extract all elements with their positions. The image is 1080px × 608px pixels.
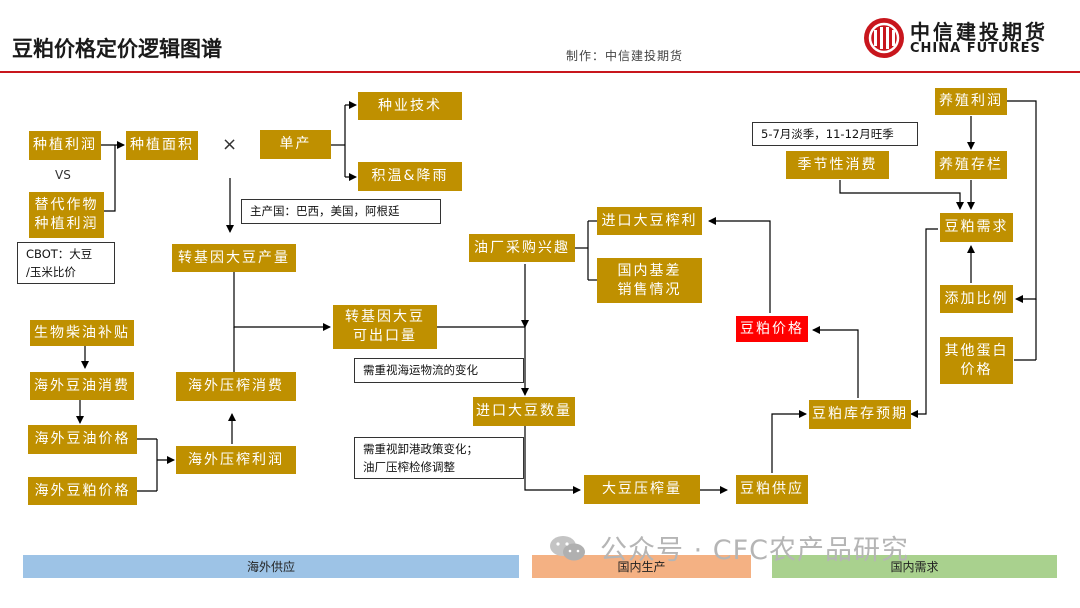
node-mill-interest: 油厂采购兴趣 bbox=[469, 234, 575, 262]
band-domestic-production: 国内生产 bbox=[532, 555, 751, 578]
node-basis-sales: 国内基差 销售情况 bbox=[597, 258, 702, 303]
note-shipping: 需重视海运物流的变化 bbox=[354, 358, 524, 383]
node-add-ratio: 添加比例 bbox=[940, 285, 1013, 313]
edge-alt-to-area bbox=[104, 145, 116, 212]
node-meal-supply: 豆粕供应 bbox=[736, 475, 808, 504]
vs-label: VS bbox=[55, 168, 71, 182]
edge-output-to-export bbox=[233, 272, 331, 331]
node-overseas-crush-profit: 海外压榨利润 bbox=[176, 446, 296, 474]
edge-demand-to-stock bbox=[910, 228, 938, 418]
header-divider bbox=[0, 71, 1080, 73]
node-temp-rain: 积温&降雨 bbox=[358, 162, 462, 191]
watermark-text: 公众号 · CFC农产品研究 bbox=[600, 535, 909, 566]
node-livestock-stock: 养殖存栏 bbox=[935, 151, 1007, 179]
edge-supply-to-stock bbox=[771, 410, 807, 473]
node-seed-tech: 种业技术 bbox=[358, 92, 462, 120]
band-domestic-demand: 国内需求 bbox=[772, 555, 1057, 578]
note-port-policy: 需重视卸港政策变化； 油厂压榨检修调整 bbox=[354, 437, 524, 479]
node-crush-volume: 大豆压榨量 bbox=[584, 475, 700, 504]
node-planting-profit: 种植利润 bbox=[29, 131, 101, 160]
band-overseas-supply: 海外供应 bbox=[23, 555, 519, 578]
wechat-icon bbox=[550, 535, 585, 560]
edge-stock-to-price bbox=[812, 326, 859, 398]
multiply-sign: × bbox=[222, 134, 238, 155]
node-import-margin: 进口大豆榨利 bbox=[597, 207, 702, 235]
brand-name-cn: 中信建投期货 bbox=[910, 20, 1048, 44]
edge-price-to-margin bbox=[708, 217, 771, 313]
node-overseas-oil-price: 海外豆油价格 bbox=[28, 425, 137, 454]
node-biodiesel: 生物柴油补贴 bbox=[30, 320, 134, 346]
maker-credit: 制作：中信建投期货 bbox=[566, 49, 684, 63]
node-import-volume: 进口大豆数量 bbox=[473, 397, 575, 426]
node-planting-area: 种植面积 bbox=[126, 131, 198, 160]
note-main-producers: 主产国：巴西，美国，阿根廷 bbox=[241, 199, 441, 224]
node-overseas-oil-cons: 海外豆油消费 bbox=[30, 372, 134, 400]
note-cbot-ratio: CBOT：大豆 /玉米比价 bbox=[17, 242, 115, 284]
node-gmo-output: 转基因大豆产量 bbox=[172, 244, 296, 272]
edge-season-to-demand bbox=[839, 180, 964, 210]
watermark: 公众号 · CFC农产品研究 bbox=[548, 528, 909, 567]
note-seasonality: 5-7月淡季，11-12月旺季 bbox=[752, 122, 918, 146]
edge-profit-to-ratio bbox=[1007, 100, 1037, 303]
node-meal-price: 豆粕价格 bbox=[736, 316, 808, 342]
edge-import-to-crush bbox=[524, 426, 581, 494]
node-other-protein-price: 其他蛋白 价格 bbox=[940, 337, 1013, 384]
node-breeding-profit: 养殖利润 bbox=[935, 88, 1007, 115]
node-alt-crop-profit: 替代作物 种植利润 bbox=[29, 192, 104, 238]
node-overseas-meal-price: 海外豆粕价格 bbox=[28, 477, 137, 505]
page-title: 豆粕价格定价逻辑图谱 bbox=[12, 37, 222, 61]
node-gmo-export: 转基因大豆 可出口量 bbox=[333, 305, 437, 349]
china-futures-logo-icon bbox=[864, 18, 904, 58]
node-seasonal-consumption: 季节性消费 bbox=[786, 151, 889, 179]
node-meal-demand: 豆粕需求 bbox=[940, 213, 1013, 242]
brand-name-en: CHINA FUTURES bbox=[910, 41, 1041, 56]
node-yield: 单产 bbox=[260, 130, 331, 159]
node-overseas-crush-cons: 海外压榨消费 bbox=[176, 372, 296, 401]
node-meal-stock-expectation: 豆粕库存预期 bbox=[809, 400, 911, 429]
